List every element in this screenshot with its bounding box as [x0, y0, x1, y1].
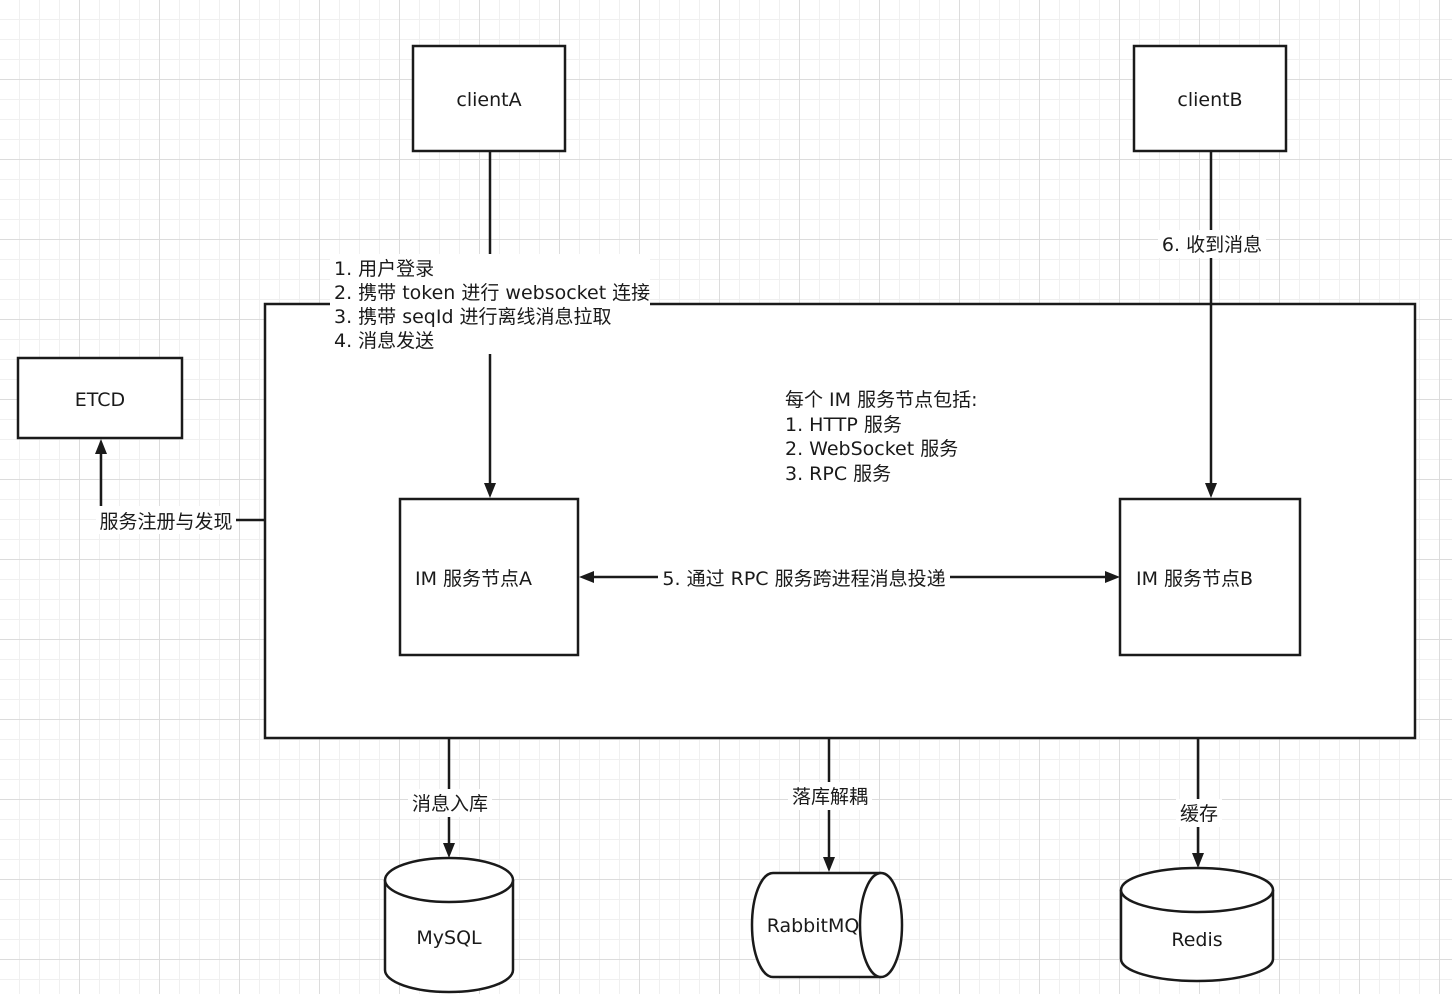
- edge-label-clienta-line: 1. 用户登录: [334, 258, 434, 280]
- node-clientb: [1132, 44, 1288, 153]
- database-redis-label: Redis: [1171, 929, 1222, 951]
- node-im-b-label: IM 服务节点B: [1136, 568, 1253, 590]
- label-bg-clientb: [1158, 230, 1266, 258]
- label-bg-rabbitmq: [788, 782, 872, 810]
- edge-label-clienta: 1. 用户登录 2. 携带 token 进行 websocket 连接 3. 携…: [334, 258, 650, 352]
- im-cluster-note-line: 2. WebSocket 服务: [785, 438, 958, 460]
- node-etcd-label: ETCD: [75, 389, 125, 411]
- edge-label-clientb: 6. 收到消息: [1162, 234, 1262, 256]
- queue-rabbitmq-label: RabbitMQ: [767, 915, 860, 937]
- im-cluster-note-line: 1. HTTP 服务: [785, 414, 902, 436]
- edge-label-rabbitmq: 落库解耦: [792, 786, 868, 808]
- edge-cluster-to-redis: [1192, 738, 1204, 868]
- im-cluster-note-line: 每个 IM 服务节点包括:: [785, 389, 977, 411]
- label-bg-etcd: [96, 506, 236, 534]
- label-bg-rpc: [658, 564, 950, 592]
- node-im-a: [398, 497, 580, 657]
- edge-label-clienta-line: 4. 消息发送: [334, 330, 434, 352]
- edge-label-clienta-line: 2. 携带 token 进行 websocket 连接: [334, 282, 650, 304]
- node-im-a-label: IM 服务节点A: [415, 568, 532, 590]
- node-im-b: [1118, 497, 1302, 657]
- label-bg-clienta: [330, 254, 650, 354]
- node-clientb-label: clientB: [1177, 89, 1242, 111]
- edge-label-etcd: 服务注册与发现: [99, 511, 232, 533]
- im-cluster-note-line: 3. RPC 服务: [785, 463, 891, 485]
- database-mysql: [383, 856, 515, 994]
- edge-label-mysql: 消息入库: [412, 793, 488, 815]
- node-clienta: [411, 44, 567, 153]
- database-mysql-label: MySQL: [416, 927, 482, 949]
- edge-label-redis: 缓存: [1180, 803, 1218, 825]
- node-clienta-label: clientA: [456, 89, 521, 111]
- label-bg-mysql: [408, 789, 492, 817]
- node-etcd: [16, 356, 184, 440]
- database-redis: [1119, 866, 1275, 983]
- edge-label-clienta-line: 3. 携带 seqId 进行离线消息拉取: [334, 306, 612, 328]
- queue-rabbitmq: [750, 871, 904, 979]
- label-bg-redis: [1176, 799, 1222, 827]
- edge-clientb-to-node-b: [1205, 152, 1217, 498]
- im-cluster-note: 每个 IM 服务节点包括: 1. HTTP 服务 2. WebSocket 服务…: [785, 389, 977, 485]
- edge-label-rpc: 5. 通过 RPC 服务跨进程消息投递: [662, 568, 945, 590]
